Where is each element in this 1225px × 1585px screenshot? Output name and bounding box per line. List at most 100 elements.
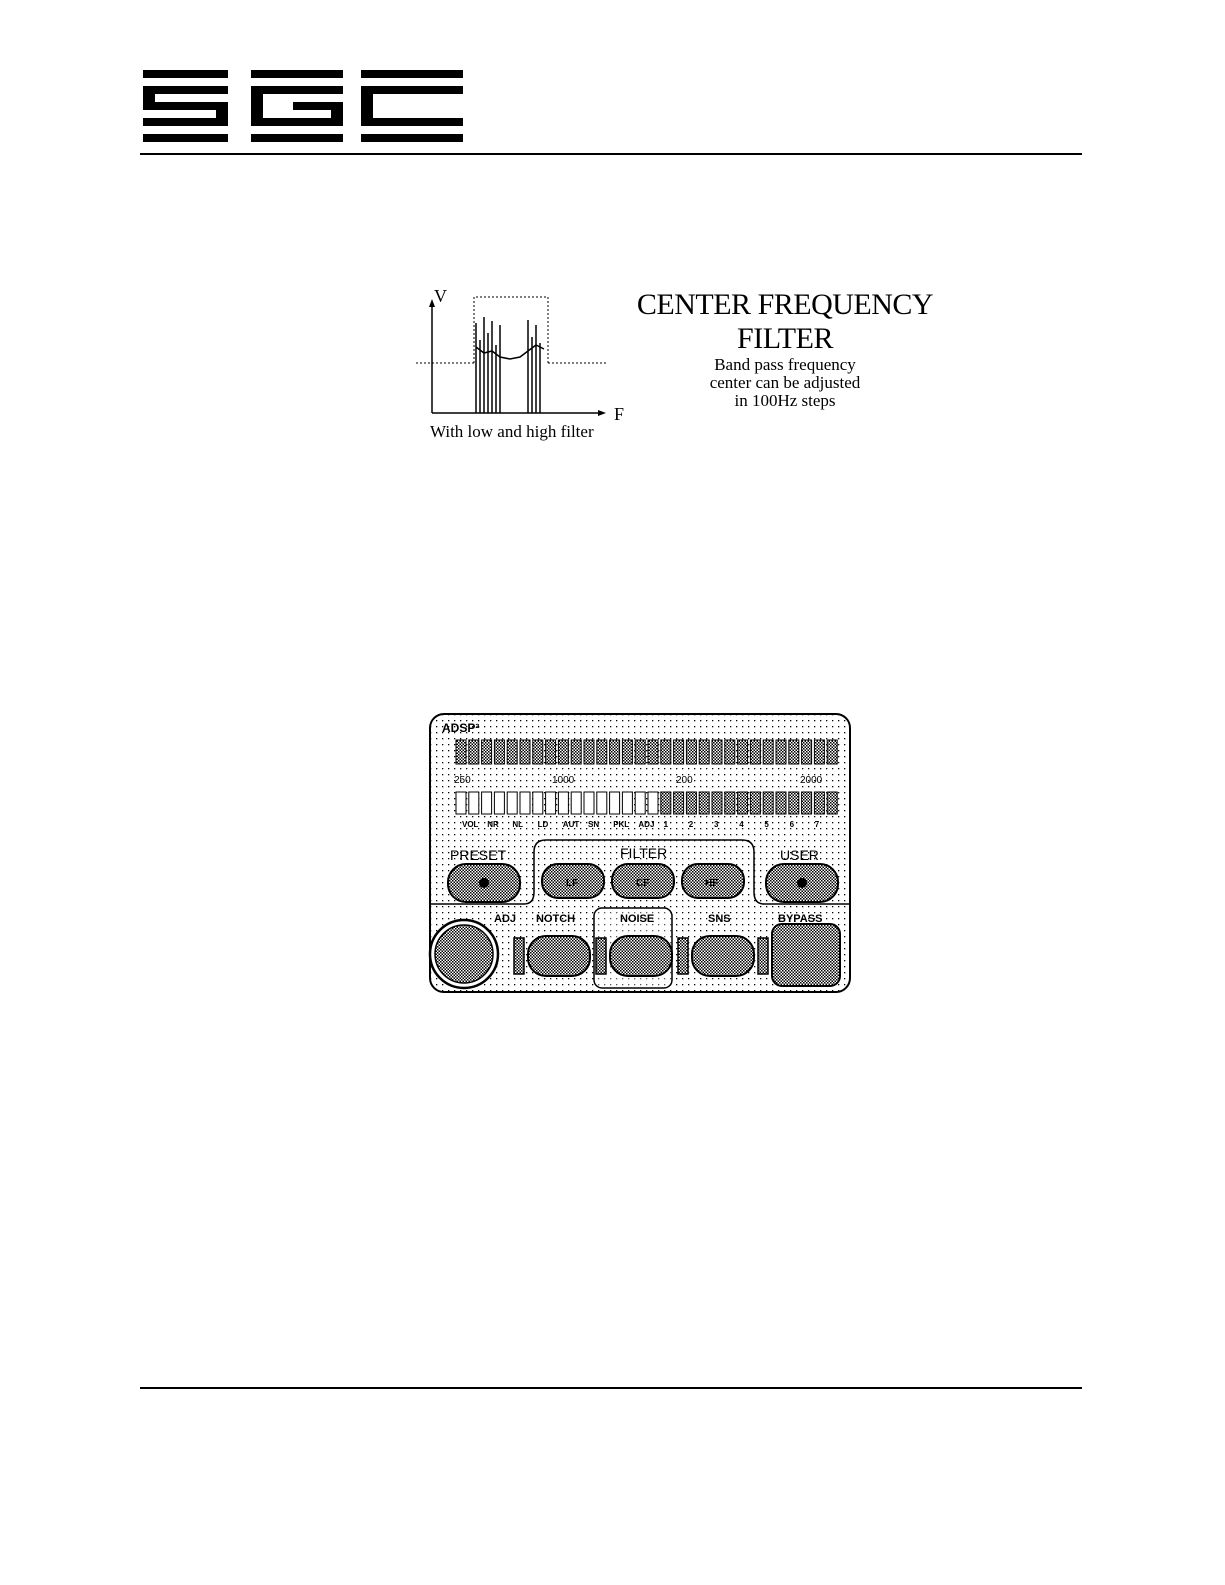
header-rule [140,153,1082,155]
led-segment-lower [482,792,492,814]
led-segment-upper [635,740,645,764]
led-segment-upper [776,740,786,764]
led-segment-upper [520,740,530,764]
sns-label: SNS [708,913,731,925]
led-segment-lower [725,792,735,814]
led-segment-upper [597,740,607,764]
sns-indicator [678,938,688,974]
led-segment-lower [661,792,671,814]
led-segment-upper [456,740,466,764]
bypass-button[interactable] [772,924,840,986]
lf-button[interactable]: LF [542,864,604,898]
noise-button[interactable] [610,936,672,976]
scale-label-1: 250 [454,775,471,786]
led-segment-lower [802,792,812,814]
led-segment-lower [712,792,722,814]
led-bar-label: LD [538,820,549,829]
led-segment-upper [610,740,620,764]
led-segment-lower [699,792,709,814]
led-segment-lower [520,792,530,814]
led-segment-upper [686,740,696,764]
led-segment-lower [648,792,658,814]
y-axis-label: V [434,286,447,307]
led-segment-upper [533,740,543,764]
led-segment-upper [750,740,760,764]
filter-label: FILTER [620,845,667,861]
led-segment-upper [802,740,812,764]
led-bar-label: 3 [714,820,719,829]
led-bar-label: 1 [664,820,669,829]
led-segment-upper [648,740,658,764]
led-segment-upper [482,740,492,764]
graph-caption: With low and high filter [430,422,630,442]
led-bar-label: 6 [790,820,795,829]
notch-button[interactable] [528,936,590,976]
cf-button-label: CF [636,878,649,889]
led-segment-upper [571,740,581,764]
led-segment-lower [827,792,837,814]
cf-button[interactable]: CF [612,864,674,898]
led-bar-label: 5 [764,820,769,829]
led-segment-lower [558,792,568,814]
led-bar-label: 2 [689,820,694,829]
led-segment-lower [533,792,543,814]
led-bar-label: ADJ [638,820,654,829]
graph-title-line2: FILTER [620,322,950,356]
graph-title: CENTER FREQUENCY FILTER [620,288,950,356]
led-segment-lower [584,792,594,814]
led-segment-lower [571,792,581,814]
led-bar-label: 7 [815,820,820,829]
led-segment-lower [546,792,556,814]
led-segment-lower [776,792,786,814]
led-segment-upper [494,740,504,764]
scale-label-3: 200 [676,775,693,786]
led-segment-lower [610,792,620,814]
preset-button[interactable] [448,864,520,902]
led-segment-upper [469,740,479,764]
led-segment-upper [712,740,722,764]
led-segment-lower [622,792,632,814]
panel-top-label: ADSP² [442,721,479,735]
led-segment-lower [738,792,748,814]
graph-title-line1: CENTER FREQUENCY [620,288,950,322]
preset-label: PRESET [450,847,506,863]
led-segment-upper [622,740,632,764]
sns-button[interactable] [692,936,754,976]
adj-indicator [514,938,524,974]
graph-description-line1: Band pass frequency [660,356,910,374]
led-segment-upper [661,740,671,764]
led-segment-lower [750,792,760,814]
led-segment-lower [789,792,799,814]
led-segment-upper [674,740,684,764]
led-segment-lower [674,792,684,814]
bypass-indicator [758,938,768,974]
sgc-logo-icon [143,70,463,142]
hf-button-label: HF [705,878,718,889]
noise-indicator [596,938,606,974]
noise-label: NOISE [620,913,654,925]
scale-label-4: 2000 [800,775,823,786]
led-bar-label: AUT [563,820,580,829]
user-button[interactable] [766,864,838,902]
graph-description: Band pass frequency center can be adjust… [660,356,910,410]
led-segment-lower [763,792,773,814]
led-segment-lower [456,792,466,814]
led-segment-upper [814,740,824,764]
led-bar-label: VOL [462,820,479,829]
hf-button[interactable]: HF [682,864,744,898]
scale-label-2: 1000 [552,775,575,786]
lf-button-label: LF [566,878,578,889]
led-bar-label: SN [588,820,599,829]
led-bar-label: NL [512,820,523,829]
graph-description-line3: in 100Hz steps [660,392,910,410]
led-segment-upper [558,740,568,764]
led-segment-lower [597,792,607,814]
led-bar-label: PKL [613,820,629,829]
adjust-knob[interactable] [430,920,498,988]
led-segment-lower [814,792,824,814]
led-segment-upper [584,740,594,764]
led-segment-upper [507,740,517,764]
